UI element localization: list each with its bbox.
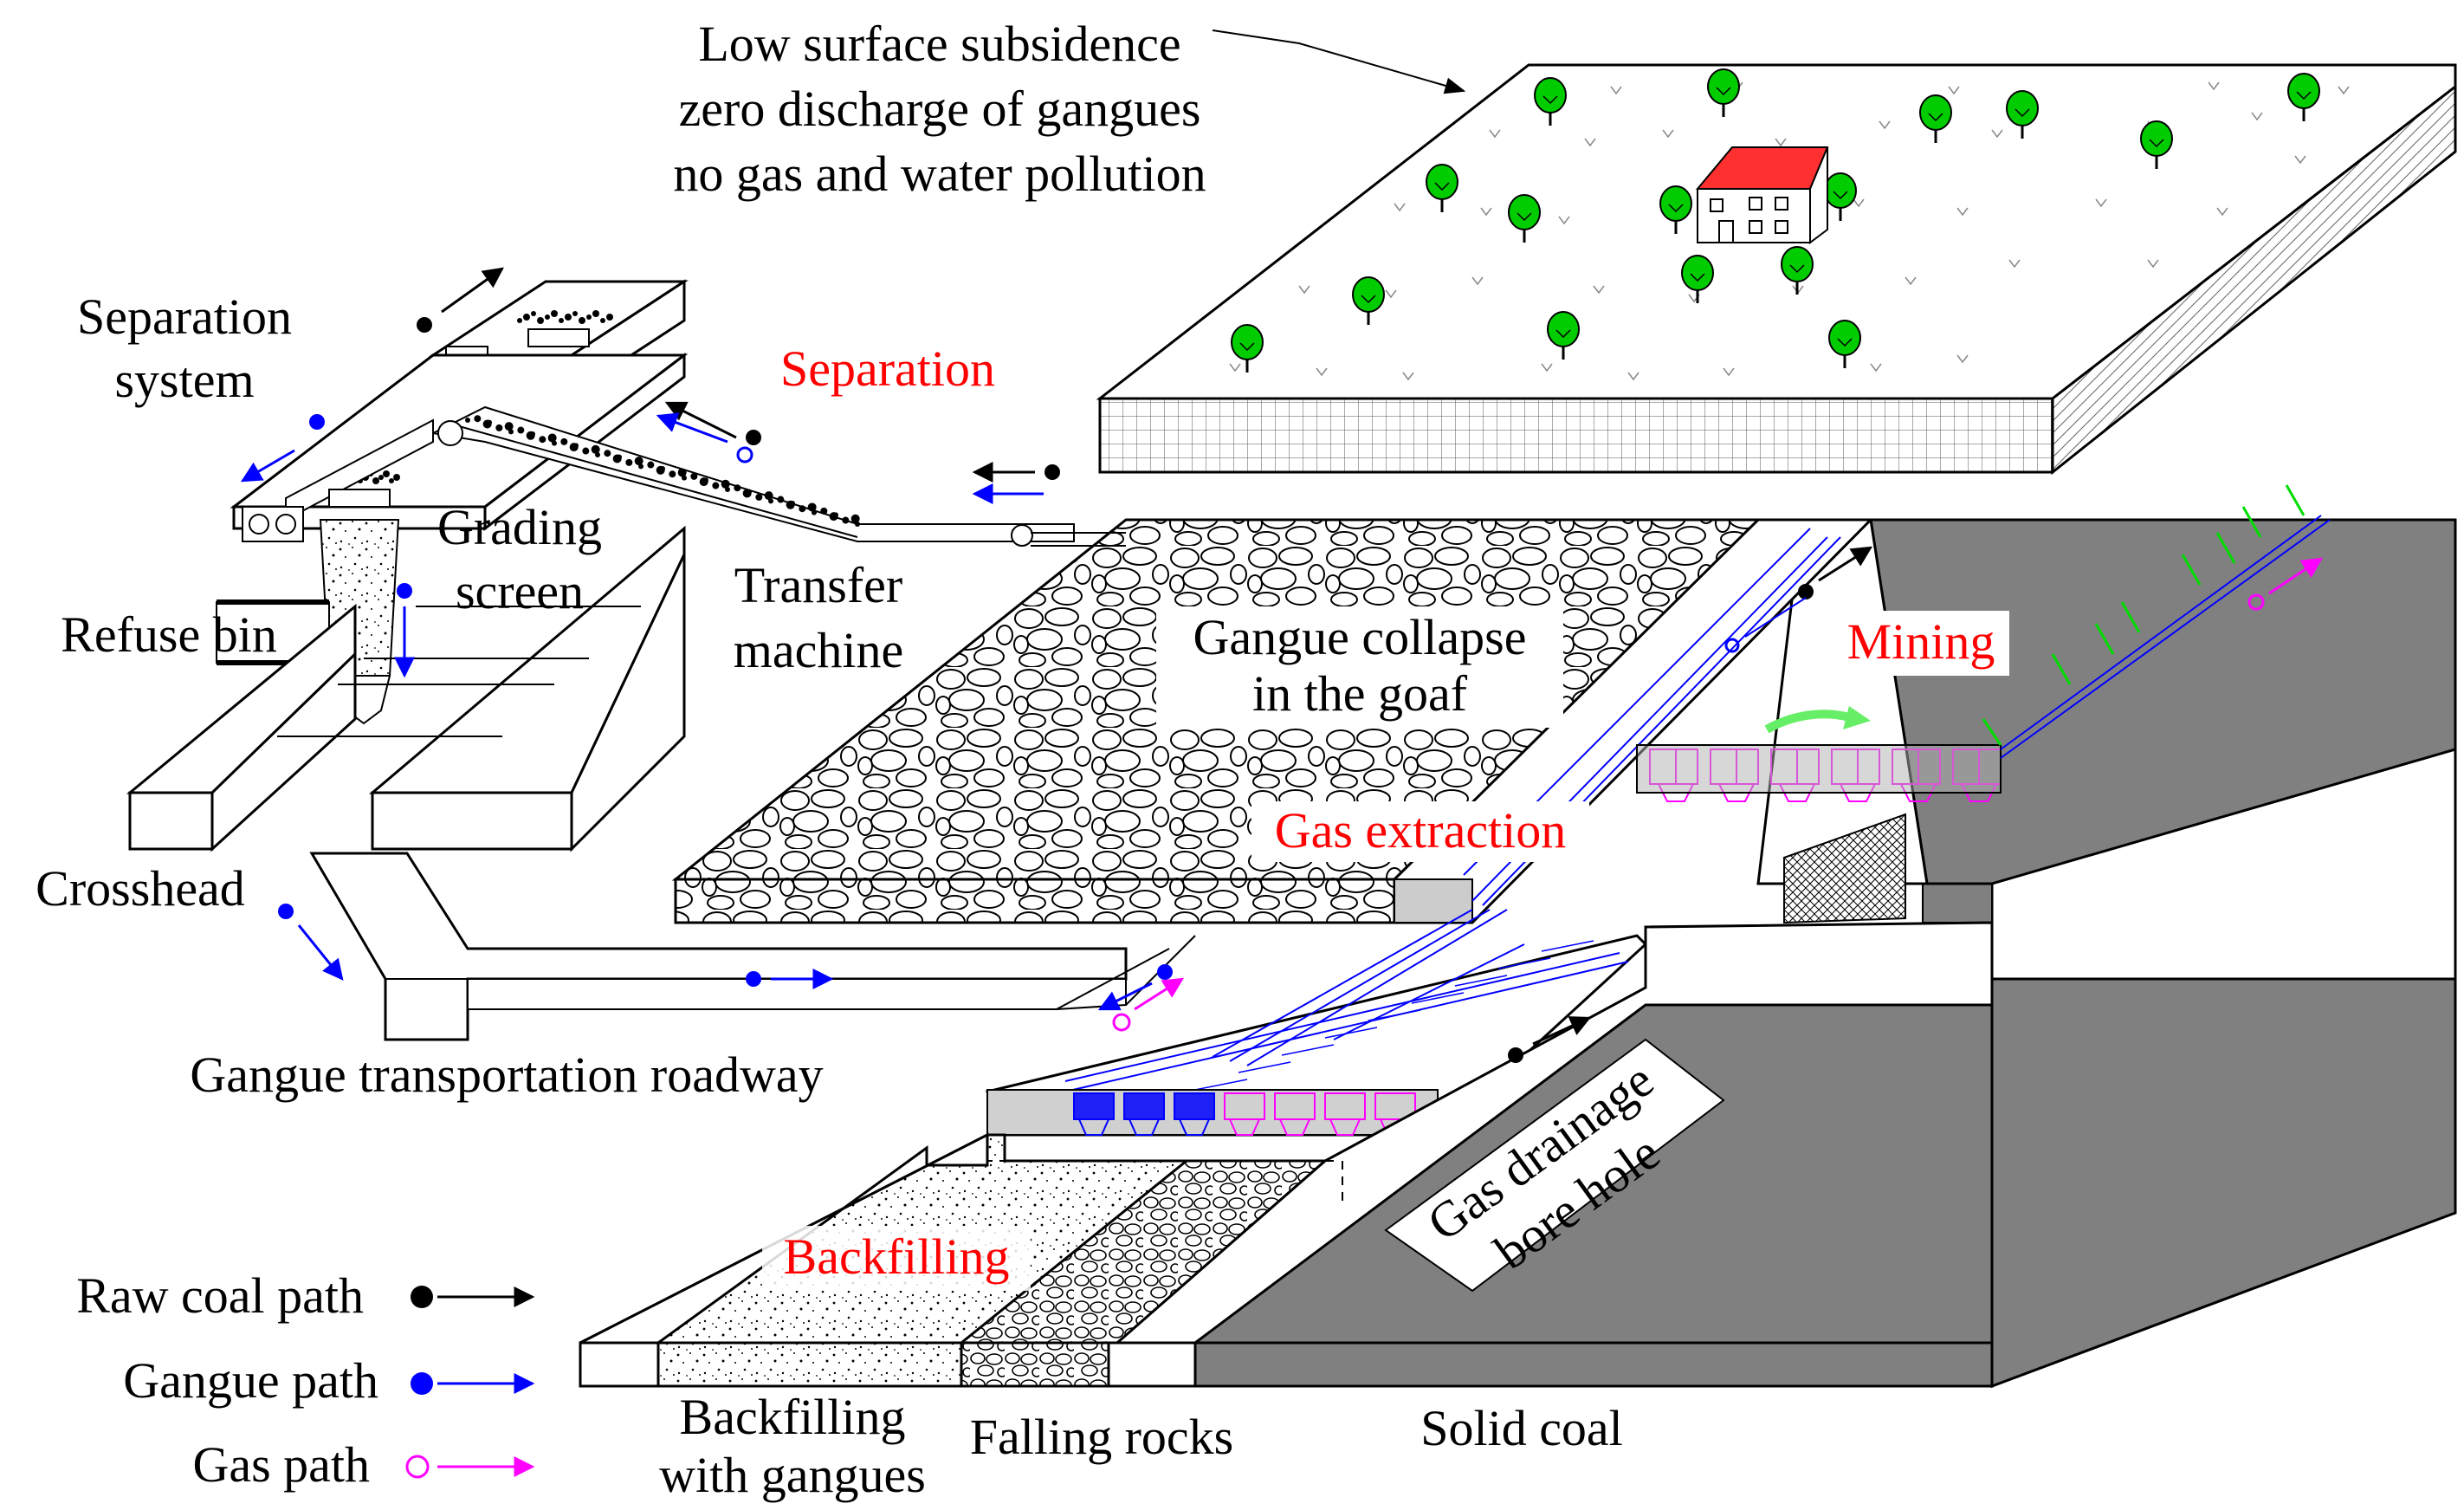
separation-facilities bbox=[126, 279, 1196, 1041]
legend: Raw coal path Gangue path Gas path bbox=[76, 1267, 535, 1493]
mining-label-background bbox=[1832, 611, 2009, 676]
separation-system-label-2: system bbox=[114, 352, 254, 408]
raw-coal-dot bbox=[417, 317, 432, 333]
hydraulic-support-icon bbox=[1174, 1092, 1215, 1136]
grading-screen-label-2: screen bbox=[456, 563, 584, 619]
tree-icon bbox=[1707, 68, 1740, 117]
tree-icon bbox=[1828, 320, 1861, 368]
surface-benefit-line-1: Low surface subsidence bbox=[698, 16, 1180, 72]
mining-label: Mining bbox=[1847, 613, 1995, 670]
hydraulic-support-icon bbox=[1224, 1092, 1265, 1136]
backfill-panel bbox=[579, 909, 1994, 1388]
backfilling-with-gangues-label-2: with gangues bbox=[659, 1447, 926, 1503]
conveyor-rungs bbox=[1194, 940, 1594, 1091]
gob-edge bbox=[1783, 813, 1906, 924]
hydraulic-support-icon bbox=[1324, 1092, 1366, 1136]
hydraulic-support-icon bbox=[1123, 1092, 1165, 1136]
crosshead-label: Crosshead bbox=[36, 860, 245, 917]
tree-icon bbox=[1352, 276, 1385, 325]
gangue-collapse-label-1: Gangue collapse bbox=[1193, 609, 1527, 665]
tree-icon bbox=[2287, 73, 2320, 121]
tree-icon bbox=[2140, 120, 2173, 169]
goaf-label-background bbox=[1156, 606, 1563, 728]
house-icon bbox=[1695, 146, 1829, 244]
separation-label: Separation bbox=[780, 340, 995, 397]
tree-icon bbox=[1919, 94, 1952, 143]
tree-icon bbox=[1659, 185, 1692, 234]
backfill-conveyor-lines bbox=[1064, 909, 1629, 1092]
legend-item-gas: Gas path bbox=[192, 1436, 535, 1493]
tree-icon bbox=[1426, 164, 1458, 212]
backfilling-with-gangues-label-1: Backfilling bbox=[680, 1389, 906, 1445]
gangue-collapse-front bbox=[674, 878, 1396, 924]
gas-extraction-label-background bbox=[1251, 801, 1589, 862]
surface-benefit-line-2: zero discharge of gangues bbox=[679, 81, 1201, 137]
grading-screen-label-1: Grading bbox=[437, 499, 602, 555]
backfill-gangue-front bbox=[656, 1341, 963, 1388]
falling-rocks-label: Falling rocks bbox=[970, 1409, 1233, 1465]
transfer-machine-label-2: machine bbox=[734, 622, 903, 678]
legend-item-gangue: Gangue path bbox=[123, 1352, 535, 1409]
transfer-machine-label-1: Transfer bbox=[734, 557, 902, 613]
legend-gangue-marker bbox=[411, 1372, 433, 1395]
path-arrows bbox=[240, 29, 2323, 1063]
hydraulic-supports-lower bbox=[1073, 1092, 1416, 1136]
solid-coal-label: Solid coal bbox=[1420, 1400, 1623, 1456]
tree-icon bbox=[2006, 90, 2039, 139]
legend-gas-marker bbox=[405, 1455, 430, 1479]
tree-icon bbox=[1547, 311, 1580, 360]
tree-icon bbox=[1508, 194, 1541, 243]
tree-icon bbox=[1534, 77, 1567, 126]
backfilling-label: Backfilling bbox=[784, 1228, 1010, 1285]
crusher-rolls-lower bbox=[242, 506, 304, 542]
hydraulic-support-icon bbox=[1073, 1092, 1115, 1136]
legend-gangue-label: Gangue path bbox=[123, 1352, 378, 1409]
gangue-collapse-label-2: in the goaf bbox=[1252, 665, 1468, 722]
falling-rocks-front bbox=[960, 1341, 1110, 1388]
gas-boreholes-upper bbox=[1982, 484, 2306, 746]
gas-pipes-upper bbox=[2000, 515, 2331, 759]
backfilling-label-background bbox=[762, 1226, 1031, 1291]
surface-soil-front bbox=[1098, 397, 2054, 474]
surface-block bbox=[1096, 63, 2457, 476]
surface-soil-side bbox=[2051, 83, 2457, 476]
gas-drainage-label-box bbox=[1384, 1038, 1725, 1293]
legend-gas-label: Gas path bbox=[192, 1436, 370, 1493]
mining-direction-arrow bbox=[1764, 710, 1851, 734]
legend-raw-coal-marker bbox=[411, 1286, 433, 1308]
tree-icon bbox=[1781, 246, 1814, 295]
surface-benefit-line-3: no gas and water pollution bbox=[673, 146, 1206, 202]
hydraulic-support-icon bbox=[1274, 1092, 1316, 1136]
refuse-bin-label: Refuse bin bbox=[61, 606, 277, 663]
tree-icon bbox=[1231, 324, 1264, 373]
separation-system-label-1: Separation bbox=[77, 288, 292, 345]
gas-extraction-label: Gas extraction bbox=[1275, 802, 1567, 859]
legend-item-raw-coal: Raw coal path bbox=[76, 1267, 535, 1324]
legend-raw-coal-label: Raw coal path bbox=[76, 1267, 364, 1324]
solid-coal-front bbox=[1193, 1341, 1994, 1388]
trees bbox=[1231, 68, 2320, 373]
tree-icon bbox=[1681, 255, 1714, 303]
gangue-transportation-roadway-label: Gangue transportation roadway bbox=[190, 1047, 823, 1103]
